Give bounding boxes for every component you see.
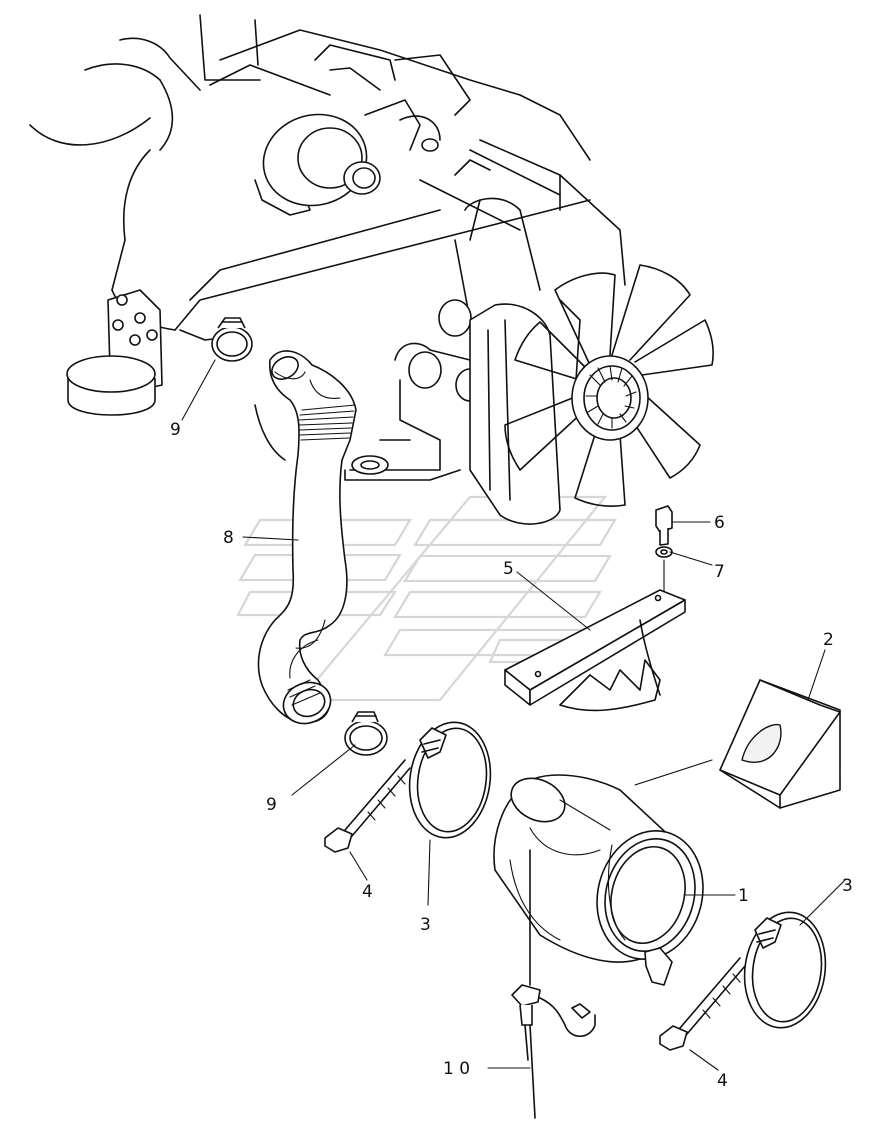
callout-6: 6 [714,513,725,533]
mounting-bracket [504,589,686,712]
callout-10: 1 0 [443,1059,470,1079]
callout-4-left: 4 [362,882,373,902]
engine-assembly [29,14,714,525]
callout-2: 2 [823,630,834,650]
restriction-sensor [511,849,596,1119]
callout-8: 8 [223,528,234,548]
callout-1: 1 [738,886,749,906]
callout-9-upper: 9 [170,420,181,440]
callout-5: 5 [503,559,514,579]
washer-7 [655,546,673,558]
air-cleaner [493,774,704,986]
intake-hose [257,350,357,725]
band-clamp-right [743,911,827,1029]
hose-clamp-lower [344,711,388,756]
leader-lines [181,359,846,1071]
callout-9-lower: 9 [266,795,277,815]
rubber-pad [719,679,841,809]
callout-labels: 1 2 3 3 4 4 5 6 7 8 9 9 1 0 [170,420,853,1091]
band-clamp-left [408,721,492,839]
callout-3-left: 3 [420,915,431,935]
bolt-4-right [659,957,746,1051]
cooling-fan [504,264,714,507]
callout-7: 7 [714,562,725,582]
callout-4-right: 4 [717,1071,728,1091]
hose-clamp-upper [211,317,253,362]
callout-3-right: 3 [842,876,853,896]
bolt-4-left [324,759,411,853]
bolt-6 [655,505,673,546]
